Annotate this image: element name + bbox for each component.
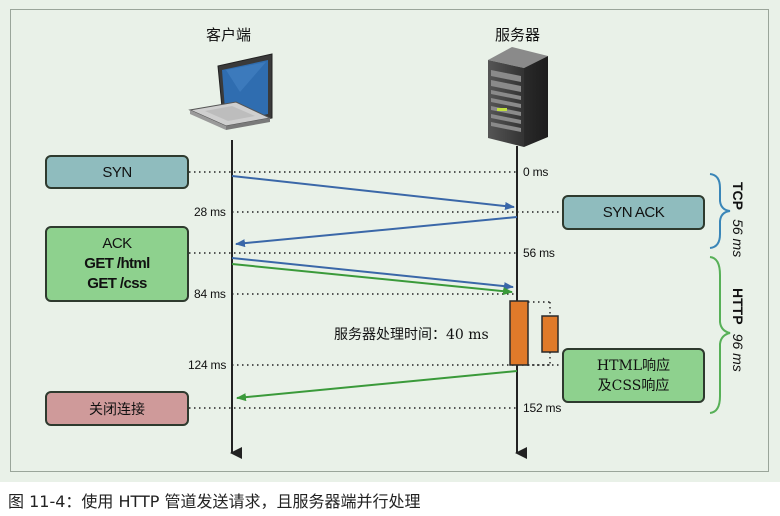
- syn-box: SYN: [45, 155, 189, 189]
- processing-dotted-connector: [528, 301, 551, 366]
- response-box: HTML响应 及CSS响应: [562, 348, 705, 403]
- time-dotted-lines: [189, 171, 562, 409]
- timestamp-28ms: 28 ms: [194, 205, 226, 219]
- http-name: HTTP: [730, 288, 746, 325]
- client-label: 客户端: [206, 26, 252, 44]
- timestamp-152ms: 152 ms: [523, 401, 562, 415]
- processing-time-note: 服务器处理时间：40 ms: [334, 327, 489, 343]
- processing-bar-html: [509, 300, 529, 366]
- server-label: 服务器: [495, 26, 541, 44]
- arrow-get-html: [231, 257, 514, 291]
- tcp-label: TCP 56 ms: [729, 182, 748, 257]
- ack-text: ACK: [102, 235, 132, 252]
- sequence-diagram: [188, 47, 731, 459]
- requests-box: ACK GET /html GET /css: [45, 226, 189, 302]
- tcp-name: TCP: [730, 182, 746, 210]
- tcp-bracket: [709, 173, 731, 249]
- http-label: HTTP 96 ms: [729, 288, 748, 372]
- close-connection-box: 关闭连接: [45, 391, 189, 426]
- timestamp-84ms: 84 ms: [194, 287, 226, 301]
- get-css-text: GET /css: [87, 275, 147, 292]
- laptop-icon: [188, 53, 273, 130]
- figure-frame: [10, 9, 769, 472]
- arrow-response: [236, 370, 518, 402]
- syn-ack-text: SYN ACK: [602, 204, 665, 221]
- http-bracket: [709, 256, 731, 414]
- close-connection-text: 关闭连接: [89, 401, 145, 418]
- tcp-time: 56 ms: [730, 219, 746, 258]
- syn-text: SYN: [102, 163, 132, 181]
- timestamp-56ms: 56 ms: [523, 246, 555, 260]
- response-text-line1: HTML响应: [596, 357, 671, 374]
- processing-bar-css: [541, 315, 559, 353]
- figure: 客户端 服务器 SYN ACK GET /html GET /css 关闭连接 …: [0, 0, 780, 482]
- figure-caption: 图 11-4：使用 HTTP 管道发送请求，且服务器端并行处理: [8, 492, 421, 511]
- timestamp-124ms: 124 ms: [188, 358, 227, 372]
- response-text-line2: 及CSS响应: [597, 377, 670, 394]
- http-time: 96 ms: [730, 333, 746, 372]
- get-html-text: GET /html: [84, 255, 150, 272]
- server-icon: [488, 47, 548, 147]
- timestamp-0ms: 0 ms: [523, 165, 549, 179]
- arrow-syn: [231, 175, 515, 210]
- arrow-get-css: [231, 263, 513, 296]
- arrow-syn-ack: [235, 216, 518, 248]
- syn-ack-box: SYN ACK: [562, 195, 705, 230]
